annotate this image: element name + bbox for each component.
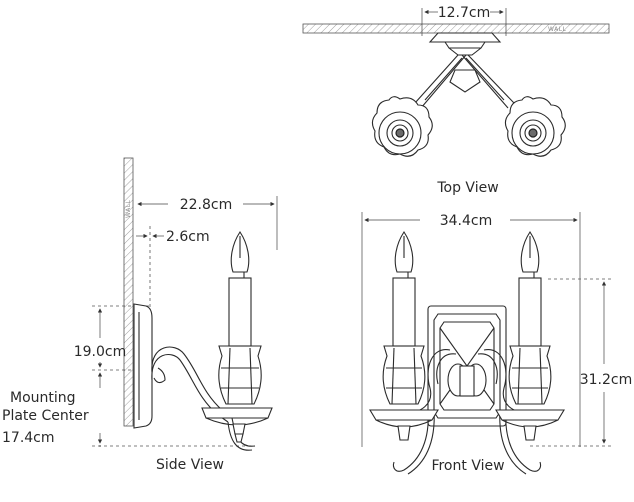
front-view: 34.4cm 31.2cm <box>361 212 633 475</box>
top-mount-width-dim: 12.7cm <box>438 5 491 21</box>
front-arm-left <box>392 409 429 472</box>
overall-height-dim: 31.2cm <box>580 372 633 388</box>
top-view: WALL 12.7cm <box>302 5 610 196</box>
side-extension-dim: 22.8cm <box>180 197 233 213</box>
front-candle-left <box>369 231 439 441</box>
top-wall-label: WALL <box>548 26 567 33</box>
side-view: WALL 22.8cm 2.6cm 19.0cm Mounting Plate … <box>2 157 278 473</box>
mount-center-label-1: Mounting <box>10 390 76 406</box>
top-view-caption: Top View <box>436 180 498 196</box>
front-arm-right <box>505 409 542 472</box>
mount-center-label-2: Plate Center <box>2 408 89 424</box>
front-view-caption: Front View <box>431 458 504 474</box>
top-backplate <box>428 32 502 43</box>
side-candle <box>228 277 252 347</box>
side-wall-label: WALL <box>125 199 132 218</box>
side-offset-dim: 2.6cm <box>166 229 210 245</box>
top-bobeche-right <box>504 96 566 157</box>
mount-height-dim: 19.0cm <box>74 344 127 360</box>
top-arm-left <box>414 54 459 104</box>
side-drip-pan <box>201 407 273 419</box>
mount-center-dim: 17.4cm <box>2 430 55 446</box>
top-bobeche-left <box>371 96 433 157</box>
front-candle-right <box>495 231 565 441</box>
side-arm <box>151 346 233 419</box>
side-view-caption: Side View <box>156 457 224 473</box>
overall-width-dim: 34.4cm <box>440 213 493 229</box>
side-backplate <box>133 303 153 429</box>
side-wall <box>123 157 134 427</box>
side-candle-cup <box>218 345 262 405</box>
top-arm-right <box>467 54 515 104</box>
